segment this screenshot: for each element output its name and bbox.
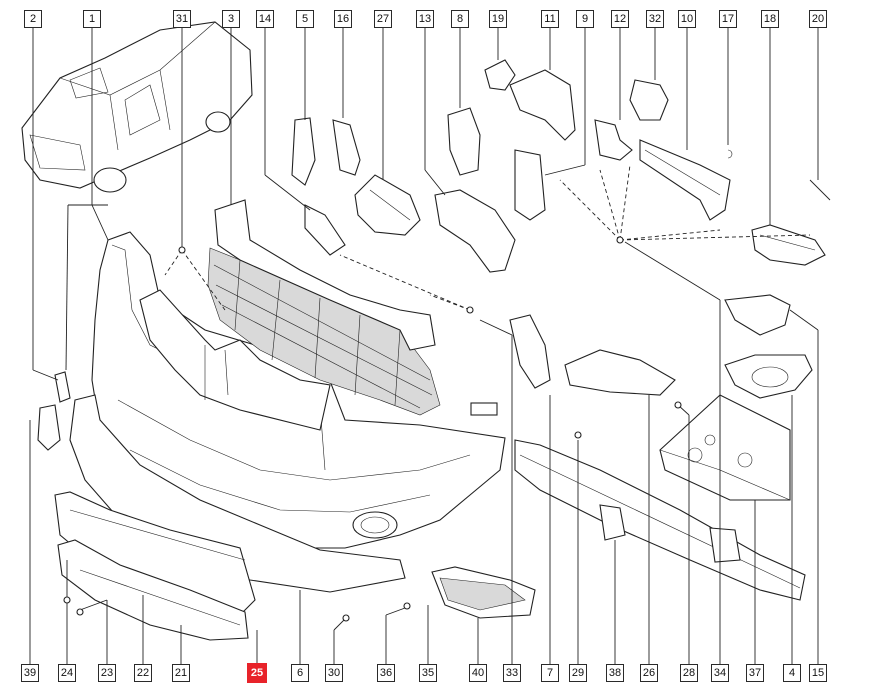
- callout-37: 37: [746, 664, 764, 682]
- fog-lamp-bezel: [724, 354, 813, 399]
- callout-11: 11: [541, 10, 559, 28]
- side-bracket-right: [724, 294, 791, 336]
- bracket-16: [332, 119, 361, 176]
- lower-bracket-7: [564, 349, 676, 396]
- callout-7: 7: [541, 664, 559, 682]
- callout-10: 10: [678, 10, 696, 28]
- air-duct-11: [509, 69, 576, 141]
- callout-22: 22: [134, 664, 152, 682]
- small-cap-2: [54, 371, 71, 403]
- callout-27: 27: [374, 10, 392, 28]
- callout-4: 4: [783, 664, 801, 682]
- callout-28: 28: [680, 664, 698, 682]
- lower-grille-panel: [54, 491, 256, 641]
- callout-33: 33: [503, 664, 521, 682]
- mount-bracket-27: [354, 174, 421, 236]
- callout-3: 3: [222, 10, 240, 28]
- side-marker-39: [37, 404, 61, 451]
- callout-1: 1: [83, 10, 101, 28]
- side-bracket-8: [447, 107, 481, 176]
- upper-support-bracket: [139, 289, 331, 431]
- callout-18: 18: [761, 10, 779, 28]
- callout-5: 5: [296, 10, 314, 28]
- callout-30: 30: [325, 664, 343, 682]
- fog-lamp-bracket: [751, 224, 826, 266]
- callout-19: 19: [489, 10, 507, 28]
- callout-17: 17: [719, 10, 737, 28]
- callout-23: 23: [98, 664, 116, 682]
- callout-21: 21: [172, 664, 190, 682]
- sensor-19: [484, 59, 516, 91]
- callout-26: 26: [640, 664, 658, 682]
- callout-2: 2: [24, 10, 42, 28]
- callout-13: 13: [416, 10, 434, 28]
- callout-36: 36: [377, 664, 395, 682]
- callout-38: 38: [606, 664, 624, 682]
- front-grille: [207, 199, 441, 416]
- vertical-bracket-9: [514, 149, 546, 221]
- callout-34: 34: [711, 664, 729, 682]
- upper-crossmember: [639, 139, 731, 221]
- reflector-14: [304, 204, 346, 256]
- car-thumbnail: [21, 21, 253, 193]
- callout-16: 16: [334, 10, 352, 28]
- leader-lines: [29, 28, 819, 664]
- callout-15: 15: [809, 664, 827, 682]
- fog-lamp-grille: [431, 566, 536, 619]
- mount-bracket-12: [594, 119, 633, 161]
- callout-35: 35: [419, 664, 437, 682]
- callout-31: 31: [173, 10, 191, 28]
- fasteners: [63, 149, 831, 622]
- side-bracket-13: [434, 189, 516, 273]
- side-bracket-33: [509, 314, 551, 389]
- callout-39: 39: [21, 664, 39, 682]
- callout-29: 29: [569, 664, 587, 682]
- callout-9: 9: [576, 10, 594, 28]
- callout-25: 25: [247, 663, 267, 683]
- callout-32: 32: [646, 10, 664, 28]
- bumper-reinforcement-beam: [514, 439, 806, 601]
- callout-6: 6: [291, 664, 309, 682]
- callout-20: 20: [809, 10, 827, 28]
- callout-24: 24: [58, 664, 76, 682]
- mount-bracket-32: [629, 79, 669, 121]
- callout-14: 14: [256, 10, 274, 28]
- callout-8: 8: [451, 10, 469, 28]
- fastener-kit-box: [659, 394, 791, 501]
- callout-12: 12: [611, 10, 629, 28]
- bracket-5: [291, 117, 316, 186]
- callout-40: 40: [469, 664, 487, 682]
- emblem-plate: [470, 402, 498, 416]
